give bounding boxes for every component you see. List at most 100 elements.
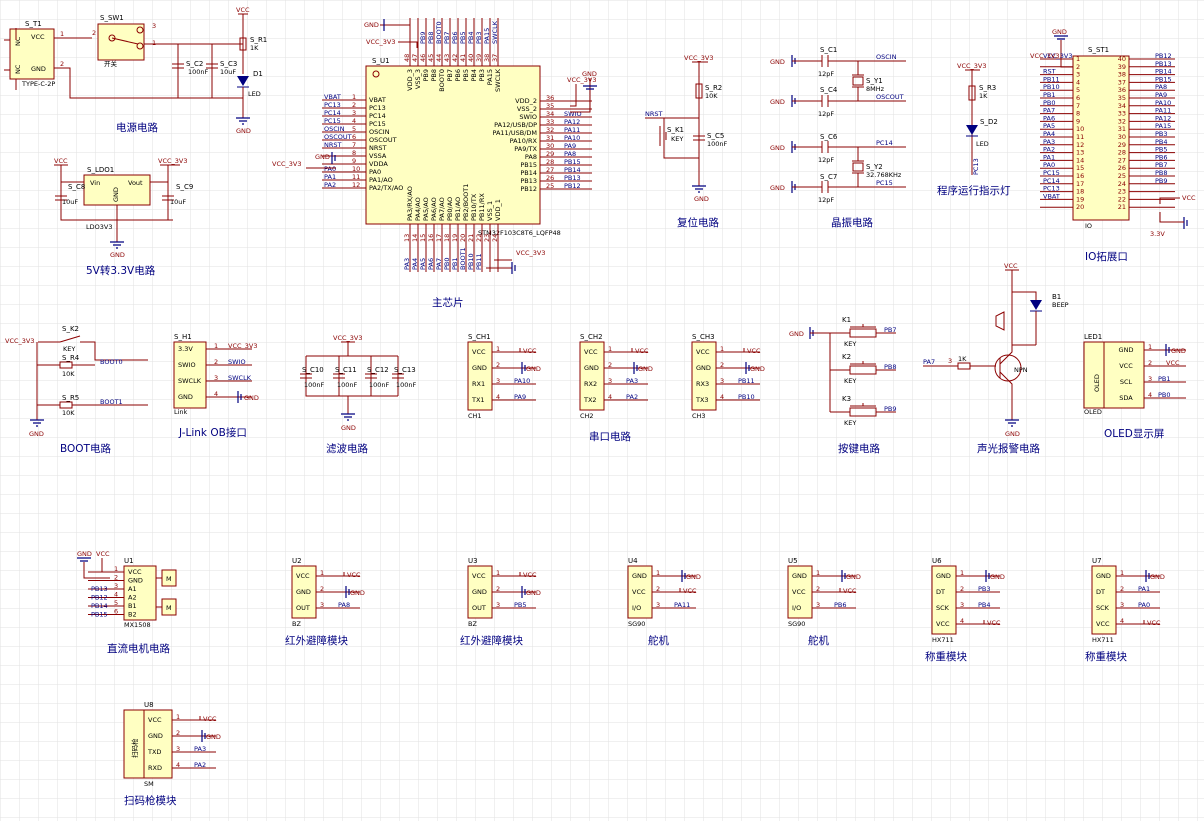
r4-val: 10K xyxy=(62,370,75,378)
mcu-top-net: PA15 xyxy=(483,28,491,44)
uart-ch1-pin-name: RX1 xyxy=(472,380,485,388)
uart-ch3-ref: S_CH3 xyxy=(692,333,715,341)
mcu-bottom-pin-num: 16 xyxy=(427,234,435,242)
uart-ch2-pin-name: VCC xyxy=(584,348,598,356)
uart-ch1-net: GND xyxy=(526,365,541,373)
mcu-right-pin-name: PB14 xyxy=(520,169,537,177)
r5-val: 10K xyxy=(62,409,75,417)
io-right-pin-num: 27 xyxy=(1118,156,1126,164)
uart-ch3-body[interactable] xyxy=(691,341,717,411)
io-vcc-label: VCC xyxy=(1182,194,1196,202)
key-net: PB8 xyxy=(884,363,897,371)
uart-ch1-body[interactable] xyxy=(467,341,493,411)
io-header[interactable] xyxy=(1072,55,1130,221)
jlink-header[interactable] xyxy=(173,341,207,409)
mcu-right-pin-name: VDD_2 xyxy=(515,97,537,105)
io-right-net: PB5 xyxy=(1155,146,1168,154)
motor-net: PB12 xyxy=(91,594,108,602)
oled-pin-name: SDA xyxy=(1119,394,1133,402)
oled-name: OLED xyxy=(1084,408,1102,416)
io-left-net: PC15 xyxy=(1043,169,1060,177)
mcu-bottom-net: PA7 xyxy=(435,258,443,270)
servo2-title: 舵机 xyxy=(808,634,829,647)
uart-ch1-net: VCC xyxy=(523,347,537,355)
servo-2-ref: U5 xyxy=(788,557,798,565)
c4-ref: S_C4 xyxy=(820,86,838,94)
servo-2-body[interactable] xyxy=(787,565,813,619)
mcu-top-pin-num: 37 xyxy=(491,54,499,62)
uart-ch3-net: PB11 xyxy=(738,377,755,385)
ir-module-2-pin-name: GND xyxy=(472,588,487,596)
hx711-1-pin-num: 1 xyxy=(960,569,964,577)
usb-typec-connector[interactable] xyxy=(9,28,55,80)
motor-gnd-label: GND xyxy=(77,550,92,558)
hx711-2-body[interactable] xyxy=(1091,565,1117,635)
key-net: PB7 xyxy=(884,326,897,334)
mcu-top-pin-num: 42 xyxy=(451,54,459,62)
hx711-1-body[interactable] xyxy=(931,565,957,635)
svg-text:2: 2 xyxy=(60,60,64,68)
mcu-left-pin-name: PA0 xyxy=(369,168,381,176)
ir-module-2-net: PB5 xyxy=(514,601,527,609)
uart-ch1-pin-num: 4 xyxy=(496,393,500,401)
mcu-bottom-pin-name: PA7/AO xyxy=(438,197,446,221)
mcu-top-pin-name: PB5 xyxy=(462,69,470,82)
oled-part: OLED xyxy=(1093,374,1101,392)
ldo-gnd-label: GND xyxy=(110,251,125,259)
io-left-pin-num: 8 xyxy=(1076,110,1080,118)
jlink-pin-num: 3 xyxy=(214,374,218,382)
mcu-left-net: VBAT xyxy=(324,93,341,101)
hx711-2-pin-name: GND xyxy=(1096,572,1111,580)
mcu-bottom-pin-num: 17 xyxy=(435,234,443,242)
svg-text:1: 1 xyxy=(60,30,64,38)
scanner-module-pin-name: RXD xyxy=(148,764,162,772)
uart-ch1-pin-name: VCC xyxy=(472,348,486,356)
io-left-net: PA6 xyxy=(1043,114,1055,122)
alarm-net-pa7: PA7 xyxy=(923,358,935,366)
io-right-pin-num: 33 xyxy=(1118,110,1126,118)
mcu-left-net: OSCIN xyxy=(324,125,345,133)
power-switch[interactable] xyxy=(97,23,145,61)
net-pc14: PC14 xyxy=(876,139,893,147)
ldo-regulator[interactable] xyxy=(83,174,151,206)
mcu-top-net: BOOT0 xyxy=(435,21,443,44)
motor-vcc-label: VCC xyxy=(96,550,110,558)
mcu-left-net: PC15 xyxy=(324,117,341,125)
uart-ch2-body[interactable] xyxy=(579,341,605,411)
gnd-symbol-icon xyxy=(745,362,750,374)
c7-val: 12pF xyxy=(818,196,834,204)
mcu-right-pin-name: PB12 xyxy=(520,185,537,193)
mcu-left-net: PC13 xyxy=(324,101,341,109)
motor-net: PB13 xyxy=(91,585,108,593)
jlink-net: SWIO xyxy=(228,358,246,366)
mcu-body[interactable] xyxy=(365,65,541,225)
mcu-top-pin-num: 45 xyxy=(427,54,435,62)
io-left-net: PA0 xyxy=(1043,161,1055,169)
hx711-1-net: PB3 xyxy=(978,585,991,593)
motor-net: PB15 xyxy=(91,611,108,619)
io-left-pin-num: 20 xyxy=(1076,203,1084,211)
ir-module-2-body[interactable] xyxy=(467,565,493,619)
mcu-right-pin-num: 35 xyxy=(546,102,554,110)
push-button-icon[interactable] xyxy=(849,407,877,417)
ldo-circuit-title: 5V转3.3V电路 xyxy=(86,264,156,277)
mcu-left-net: NRST xyxy=(324,141,342,149)
mcu-top-net: PB4 xyxy=(467,31,475,44)
hx1-title: 称重模块 xyxy=(925,650,967,663)
push-button-icon[interactable] xyxy=(849,365,877,375)
r1-ref: S_R1 xyxy=(250,36,267,44)
c5-ref: S_C5 xyxy=(707,132,724,140)
io-right-pin-num: 24 xyxy=(1118,180,1126,188)
gnd-symbol-icon xyxy=(521,362,526,374)
mx1508-chip[interactable] xyxy=(123,565,157,621)
io-right-pin-num: 28 xyxy=(1118,149,1126,157)
filter-cap-val: 100nF xyxy=(304,381,325,389)
motor-pin-name: A1 xyxy=(128,585,137,593)
push-button-icon[interactable] xyxy=(849,328,877,338)
ldo-gnd-pin: GND xyxy=(112,187,120,202)
hx711-1-part: HX711 xyxy=(932,636,954,644)
